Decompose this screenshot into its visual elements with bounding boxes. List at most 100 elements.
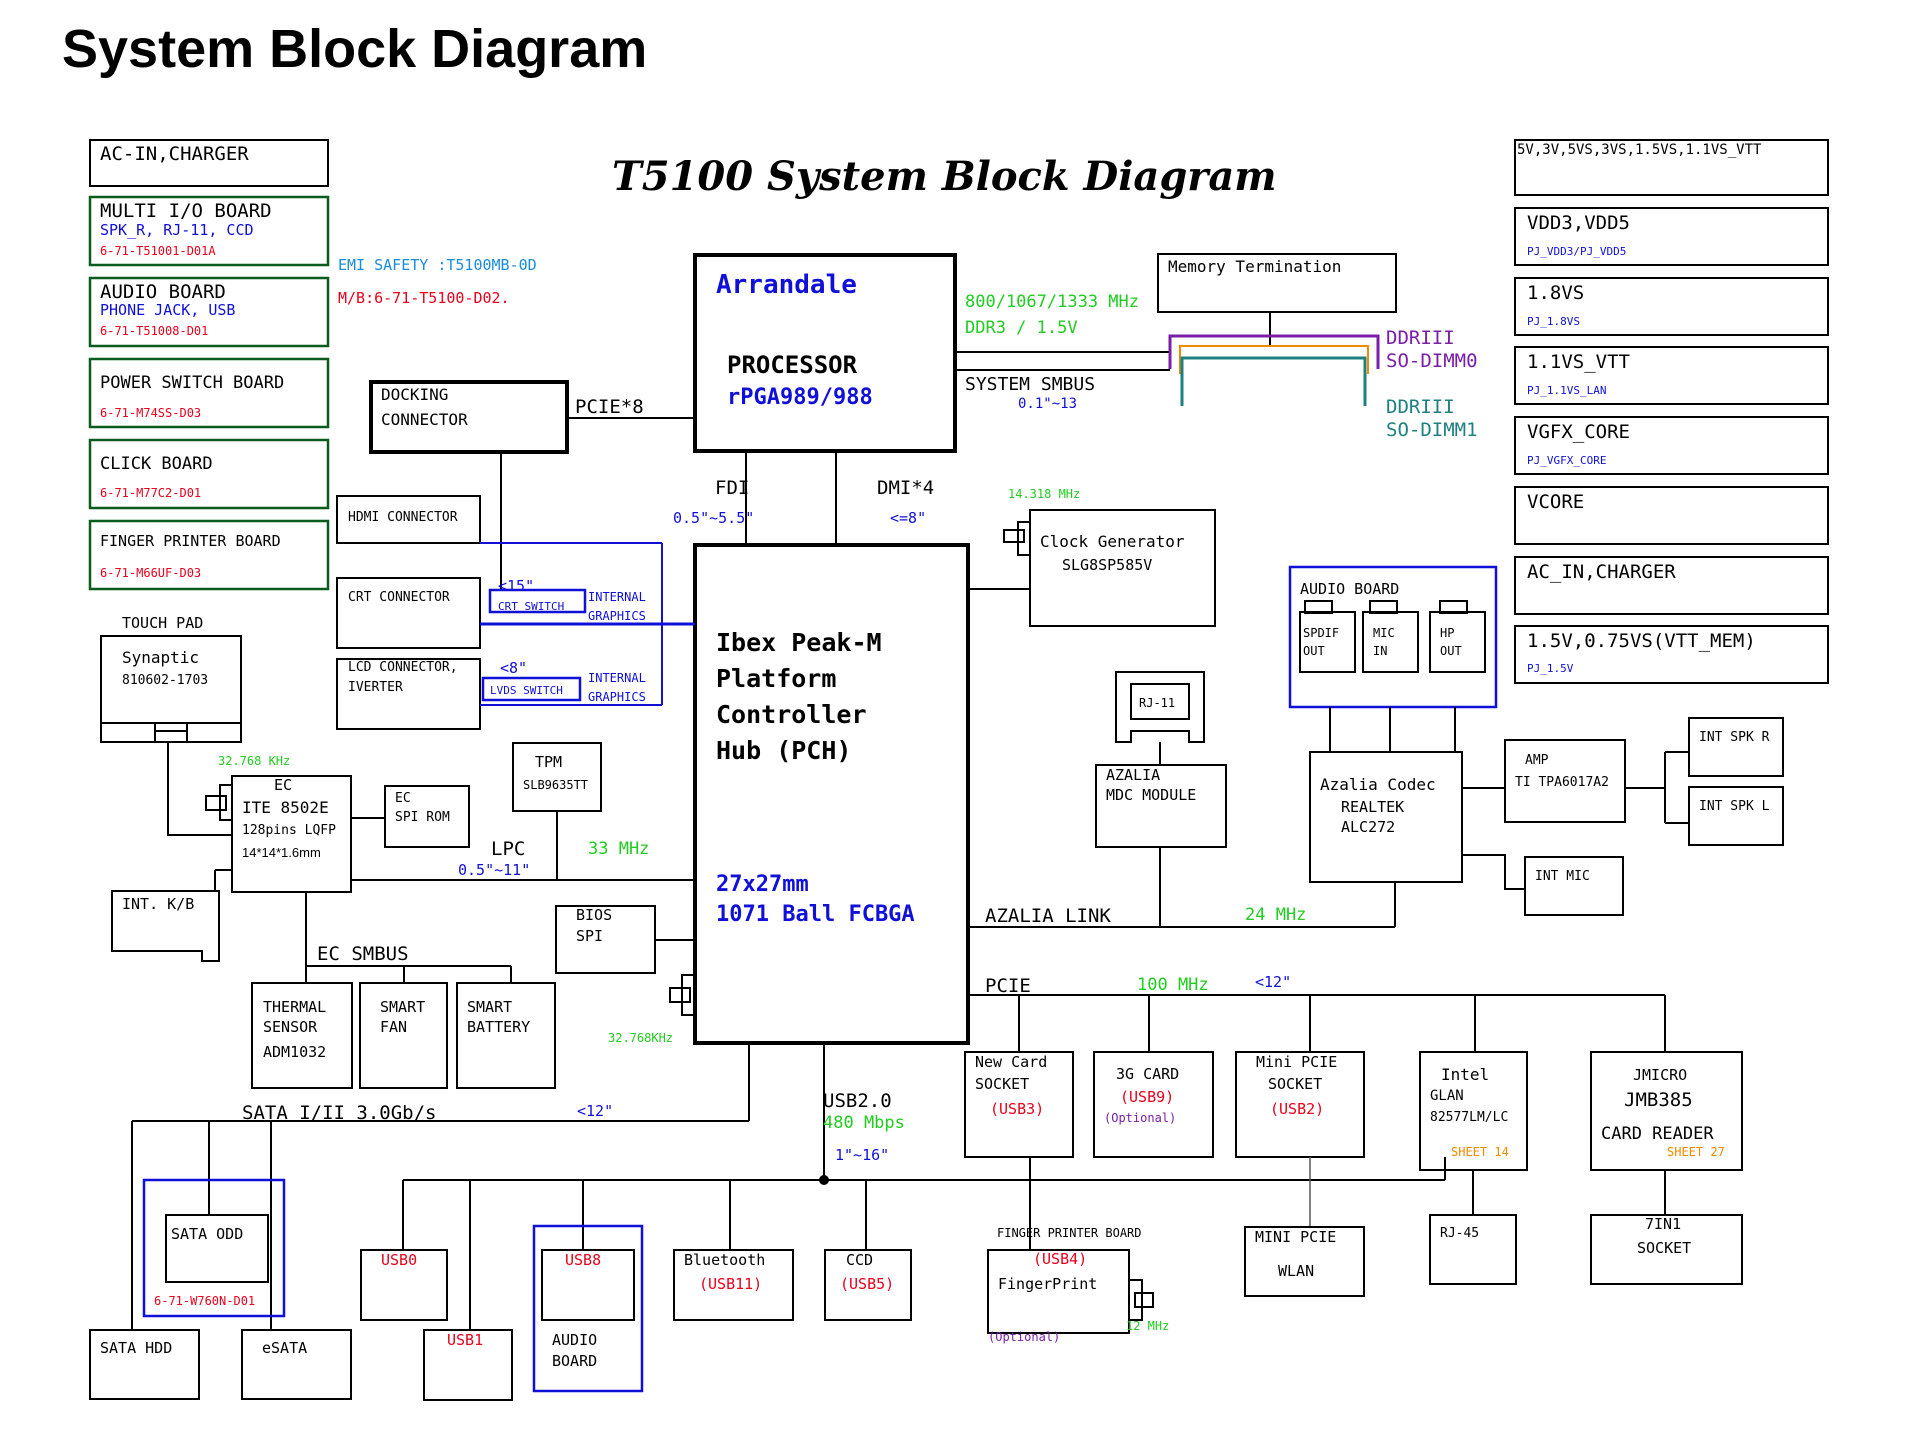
memory-termination-label: Memory Termination [1168, 257, 1341, 276]
usb0-box [360, 1249, 448, 1321]
sata-odd-pn: 6-71-W760N-D01 [154, 1294, 255, 1308]
pch-label-2: Platform [716, 664, 836, 693]
power-2-sub: PJ_VDD3/PJ_VDD5 [1527, 245, 1626, 258]
bios-label-1: BIOS [576, 906, 612, 924]
pch-crystal [681, 974, 695, 1016]
audio-board-box [88, 276, 330, 348]
bluetooth-port: (USB11) [699, 1275, 762, 1293]
audio-usb-board-box [532, 1224, 644, 1393]
power-4-sub: PJ_1.1VS_LAN [1527, 384, 1606, 397]
tpm-label-2: SLB9635TT [523, 778, 588, 792]
sata-odd-box [165, 1214, 269, 1283]
int-gfx-2a: INTERNAL [588, 671, 646, 685]
finger-optional: (Optional) [988, 1330, 1060, 1344]
mdc-label-2: MDC MODULE [1106, 786, 1196, 804]
touchpad-box [100, 635, 242, 743]
audio-jack-board-box [1288, 565, 1498, 709]
socket-label-1: 7IN1 [1645, 1215, 1681, 1233]
ec-xtal: 32.768 KHz [218, 754, 290, 768]
finger-printer-board-box [88, 519, 330, 591]
lan-label-1: Intel [1441, 1065, 1489, 1084]
rj11-connector [1115, 671, 1205, 743]
power-switch-label: POWER SWITCH BOARD [100, 373, 284, 393]
power-switch-board-box [88, 357, 330, 429]
7in1-socket-box [1590, 1214, 1743, 1285]
memory-freq: 800/1067/1333 MHz [965, 292, 1139, 312]
ec-smbus-label: EC SMBUS [317, 943, 409, 965]
odd-board-box [142, 1178, 286, 1318]
mini-pcie-label-1: Mini PCIE [1256, 1053, 1337, 1071]
ec-label-1: EC [274, 776, 292, 794]
clock-label-2: SLG8SP585V [1062, 556, 1152, 574]
finger-printer-label: FINGER PRINTER BOARD [100, 532, 281, 550]
mini-pcie-label-2: SOCKET [1268, 1075, 1322, 1093]
power-box-6 [1514, 486, 1829, 545]
lvds-switch-box [481, 676, 582, 702]
amp-box [1504, 739, 1626, 823]
thermal-label-1: THERMAL [263, 998, 326, 1016]
int-gfx-1a: INTERNAL [588, 590, 646, 604]
lvds-length: <8" [500, 659, 527, 677]
crt-switch-box [488, 588, 587, 614]
esata-label: eSATA [262, 1339, 307, 1357]
sata-hdd-label: SATA HDD [100, 1339, 172, 1357]
sata-odd-label: SATA ODD [171, 1225, 243, 1243]
clock-label-1: Clock Generator [1040, 532, 1185, 551]
power-box-4 [1514, 346, 1829, 405]
click-board-pn: 6-71-M77C2-D01 [100, 486, 201, 500]
multi-io-board-box [88, 195, 330, 267]
thermal-label-3: ADM1032 [263, 1043, 326, 1061]
audio-usb-label-1: AUDIO [552, 1331, 597, 1349]
touchpad-buttons [101, 722, 241, 742]
fdi-length: 0.5"~5.5" [673, 509, 754, 527]
pcie-length: <12" [1255, 973, 1291, 991]
lan-label-3: 82577LM/LC [1430, 1110, 1508, 1125]
finger-freq: 12 MHz [1126, 1319, 1169, 1333]
lvds-switch-label: LVDS SWITCH [490, 684, 563, 697]
ec-crystal [205, 795, 227, 811]
hp-out-label-1: HP [1440, 626, 1454, 640]
rj45-box [1429, 1214, 1517, 1285]
3g-card-optional: (Optional) [1104, 1111, 1176, 1125]
card-reader-label-1: JMICRO [1633, 1066, 1687, 1084]
audio-board-pn: 6-71-T51008-D01 [100, 324, 208, 338]
azalia-codec-box [1309, 751, 1463, 883]
dimm1-name: SO-DIMM1 [1386, 419, 1478, 441]
ec-label-2: ITE 8502E [242, 798, 329, 817]
int-mic-box [1524, 856, 1624, 916]
amp-label-1: AMP [1525, 753, 1549, 768]
fan-label-2: FAN [380, 1018, 407, 1036]
int-spk-r-box [1688, 717, 1784, 777]
rj45-label: RJ-45 [1440, 1226, 1479, 1241]
power-6-label: VCORE [1527, 491, 1584, 513]
power-box-1 [1514, 139, 1829, 196]
battery-label-2: BATTERY [467, 1018, 530, 1036]
ec-spi-rom-box [384, 785, 470, 848]
memory-termination-box [1157, 253, 1397, 313]
keyboard-label: INT. K/B [122, 895, 194, 913]
card-reader-label-3: CARD READER [1601, 1124, 1714, 1144]
spdif-label-1: SPDIF [1303, 626, 1339, 640]
mdc-label-1: AZALIA [1106, 766, 1160, 784]
battery-label-1: SMART [467, 998, 512, 1016]
pcie-freq: 100 MHz [1137, 975, 1209, 995]
ec-label-4: 14*14*1.6mm [242, 845, 321, 860]
power-1-label: 5V,3V,5VS,3VS,1.5VS,1.1VS_VTT [1517, 142, 1762, 158]
lan-label-2: GLAN [1430, 1088, 1464, 1104]
pch-box [693, 543, 970, 1045]
bluetooth-box [673, 1249, 794, 1321]
usb8-box [541, 1249, 635, 1321]
pch-label-1: Ibex Peak-M [716, 628, 882, 657]
esata-box [241, 1329, 352, 1400]
card-reader-label-2: JMB385 [1624, 1089, 1693, 1111]
usb-speed: 480 Mbps [823, 1113, 905, 1133]
power-box-8 [1514, 625, 1829, 684]
audio-board-label: AUDIO BOARD [100, 281, 226, 303]
docking-bus: PCIE*8 [575, 396, 644, 418]
bluetooth-label: Bluetooth [684, 1251, 765, 1269]
power-8-sub: PJ_1.5V [1527, 662, 1574, 675]
fdi-label: FDI [715, 477, 749, 499]
ec-label-3: 128pins LQFP [242, 823, 336, 838]
spdif-jack [1299, 611, 1356, 673]
so-dimm0-slot [1168, 334, 1380, 369]
